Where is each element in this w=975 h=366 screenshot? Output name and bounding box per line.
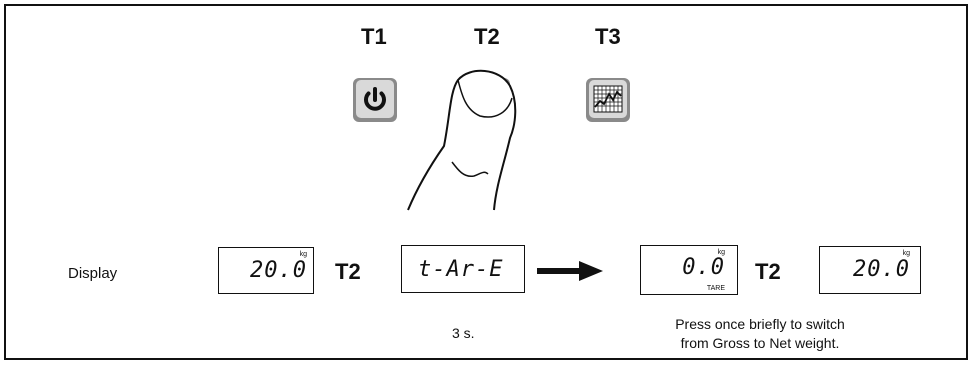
weight-display-1: kg 20.0 bbox=[218, 247, 314, 294]
key-label-t2: T2 bbox=[474, 24, 500, 49]
weight-display-4: kg 20.0 bbox=[819, 246, 921, 294]
display-3-tare-label: TARE bbox=[706, 285, 725, 292]
display-4-value: 20.0 bbox=[853, 257, 910, 282]
weight-display-2: t-Ar-E bbox=[401, 245, 525, 293]
display-2-value: t-Ar-E bbox=[418, 257, 504, 282]
key-between-2: T2 bbox=[755, 259, 781, 284]
diagram-frame bbox=[4, 4, 968, 360]
graph-icon bbox=[586, 78, 630, 122]
key-label-t3: T3 bbox=[595, 24, 621, 49]
switch-note-line2: from Gross to Net weight. bbox=[680, 335, 840, 351]
display-1-unit: kg bbox=[299, 251, 307, 258]
power-icon bbox=[353, 78, 397, 122]
display-1-value: 20.0 bbox=[250, 258, 307, 283]
switch-note: Press once briefly to switch from Gross … bbox=[640, 315, 880, 353]
display-3-value: 0.0 bbox=[682, 255, 725, 280]
switch-note-line1: Press once briefly to switch bbox=[675, 316, 845, 332]
key-between-1: T2 bbox=[335, 259, 361, 284]
display-4-unit: kg bbox=[902, 250, 910, 257]
key-label-t1: T1 bbox=[361, 24, 387, 49]
weight-display-3: kg 0.0 TARE bbox=[640, 245, 738, 295]
right-arrow-icon bbox=[537, 261, 603, 281]
power-key-button[interactable] bbox=[351, 76, 399, 124]
graph-key-button[interactable] bbox=[584, 76, 632, 124]
display-3-unit: kg bbox=[717, 249, 725, 256]
finger-press-icon bbox=[407, 69, 517, 211]
display-row-label: Display bbox=[68, 265, 118, 282]
display-2-note: 3 s. bbox=[452, 325, 475, 341]
